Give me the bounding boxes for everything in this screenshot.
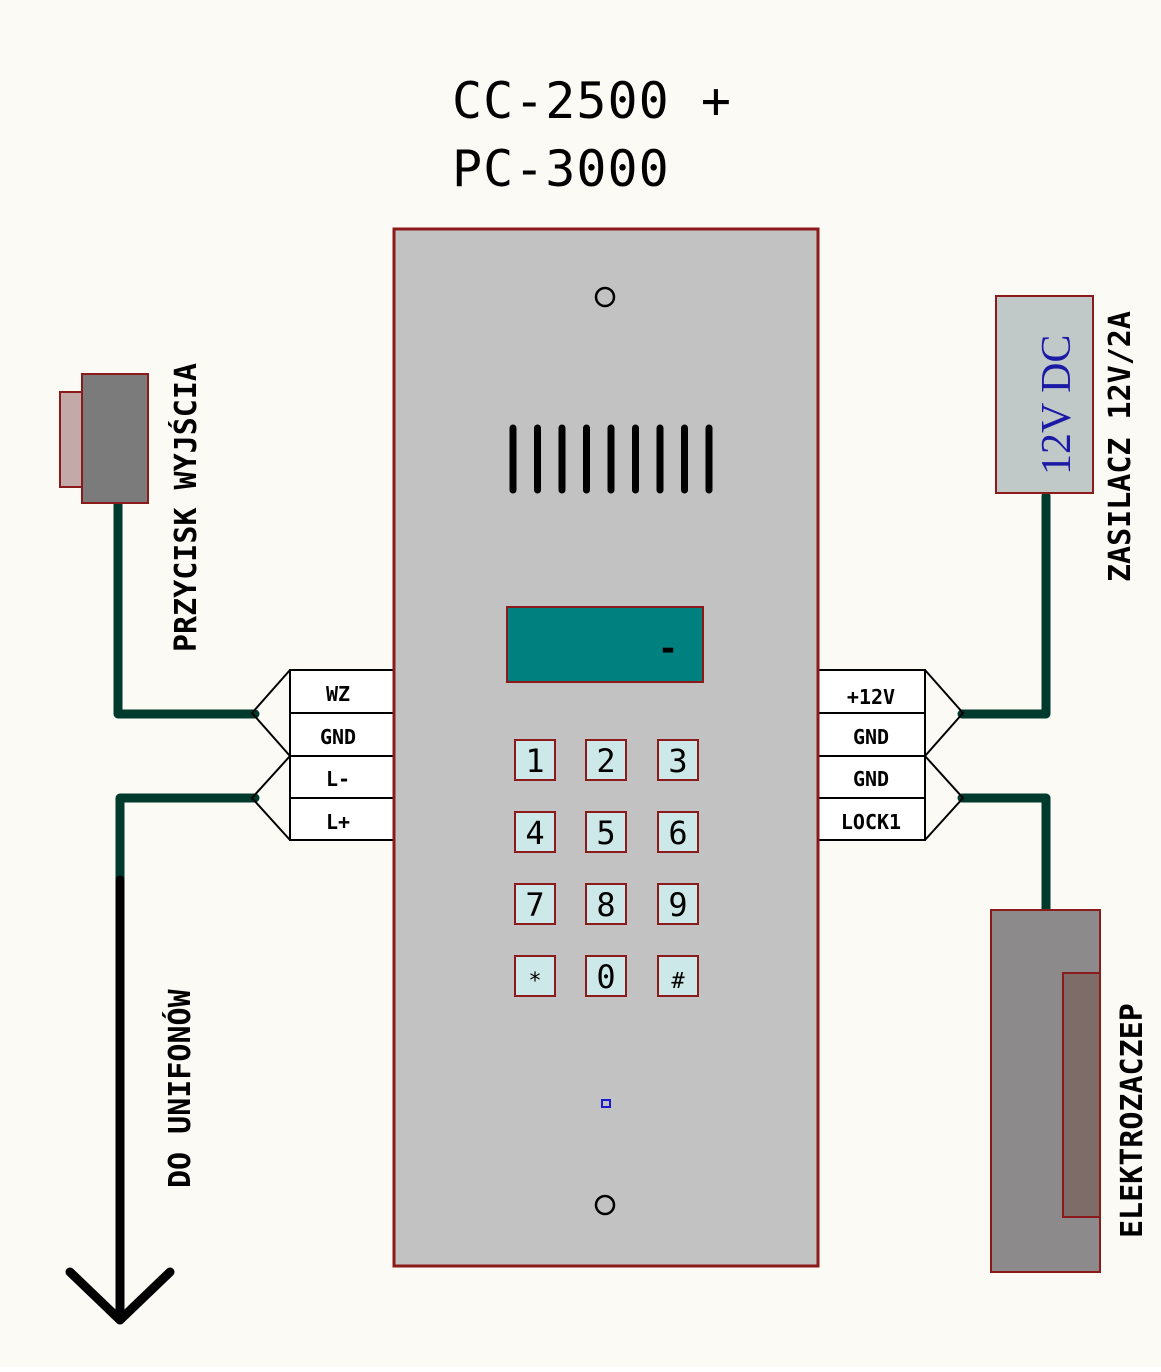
power-supply-box-text: 12V DC bbox=[1034, 335, 1080, 475]
wire-strike bbox=[957, 793, 1051, 915]
title-line-1: CC-2500 + bbox=[452, 72, 732, 130]
power-supply-device: 12V DC bbox=[995, 295, 1094, 494]
wire-power-supply bbox=[957, 491, 1051, 719]
right-bracket-top bbox=[924, 669, 965, 757]
keypad-key[interactable]: 3 bbox=[657, 739, 699, 781]
label-exit-button: PRZYCISK WYJŚCIA bbox=[167, 363, 204, 652]
keypad-key-label: 9 bbox=[668, 886, 687, 924]
label-electric-strike: ELEKTROZACZEP bbox=[1115, 1003, 1150, 1238]
right-bracket-bottom bbox=[924, 755, 965, 841]
keypad-key[interactable]: 1 bbox=[514, 739, 556, 781]
keypad-key-label: 1 bbox=[525, 742, 544, 780]
keypad-key-label: 4 bbox=[525, 814, 544, 852]
screw-bottom bbox=[594, 1194, 616, 1216]
keypad-key[interactable]: 8 bbox=[585, 883, 627, 925]
keypad-key[interactable]: * bbox=[514, 955, 556, 997]
keypad-key[interactable]: 6 bbox=[657, 811, 699, 853]
lcd-display-text: - bbox=[658, 629, 678, 669]
keypad-key-label: 3 bbox=[668, 742, 687, 780]
keypad-key-label: 7 bbox=[525, 886, 544, 924]
left-bracket-top bbox=[250, 669, 291, 757]
terminal-gnd-right-1: GND bbox=[853, 725, 889, 749]
keypad-key-label: 5 bbox=[596, 814, 615, 852]
terminal-l-minus: L- bbox=[326, 767, 350, 791]
left-bracket-bottom bbox=[250, 755, 291, 841]
title-line-2: PC-3000 bbox=[452, 140, 670, 198]
terminal-lock1: LOCK1 bbox=[841, 810, 901, 834]
wire-exit-button bbox=[113, 495, 260, 719]
keypad-key[interactable]: 9 bbox=[657, 883, 699, 925]
speaker-grille bbox=[509, 424, 713, 494]
terminal-wz: WZ bbox=[326, 682, 350, 706]
terminal-gnd-right-2: GND bbox=[853, 767, 889, 791]
terminal-gnd-left: GND bbox=[320, 725, 356, 749]
intercom-panel: - 1 2 3 4 5 6 7 8 9 * 0 # bbox=[392, 227, 820, 1268]
lcd-display bbox=[506, 606, 704, 683]
label-power-supply: ZASILACZ 12V/2A bbox=[1103, 311, 1138, 582]
status-led bbox=[601, 1099, 611, 1108]
screw-top bbox=[594, 286, 616, 308]
keypad-key-label: 0 bbox=[596, 958, 615, 996]
wire-intercom-line bbox=[115, 793, 260, 885]
left-terminal-block: WZ GND L- L+ bbox=[250, 669, 396, 841]
right-terminal-block: +12V GND GND LOCK1 bbox=[817, 669, 965, 841]
keypad: 1 2 3 4 5 6 7 8 9 * 0 # bbox=[514, 739, 699, 997]
keypad-key-label: # bbox=[671, 969, 685, 994]
keypad-key-label: 6 bbox=[668, 814, 687, 852]
keypad-key[interactable]: # bbox=[657, 955, 699, 997]
keypad-key-label: * bbox=[528, 969, 541, 994]
keypad-key[interactable]: 7 bbox=[514, 883, 556, 925]
keypad-key-label: 8 bbox=[596, 886, 615, 924]
exit-button-device bbox=[59, 373, 149, 504]
electric-strike-device bbox=[990, 909, 1101, 1273]
keypad-key[interactable]: 2 bbox=[585, 739, 627, 781]
arrow-down-icon bbox=[65, 875, 175, 1325]
label-to-intercoms: DO UNIFONÓW bbox=[161, 988, 198, 1188]
keypad-key[interactable]: 0 bbox=[585, 955, 627, 997]
keypad-key[interactable]: 5 bbox=[585, 811, 627, 853]
keypad-key-label: 2 bbox=[596, 742, 615, 780]
terminal-l-plus: L+ bbox=[326, 810, 350, 834]
keypad-key[interactable]: 4 bbox=[514, 811, 556, 853]
wires bbox=[113, 491, 1051, 915]
terminal-plus-12v: +12V bbox=[847, 685, 895, 709]
